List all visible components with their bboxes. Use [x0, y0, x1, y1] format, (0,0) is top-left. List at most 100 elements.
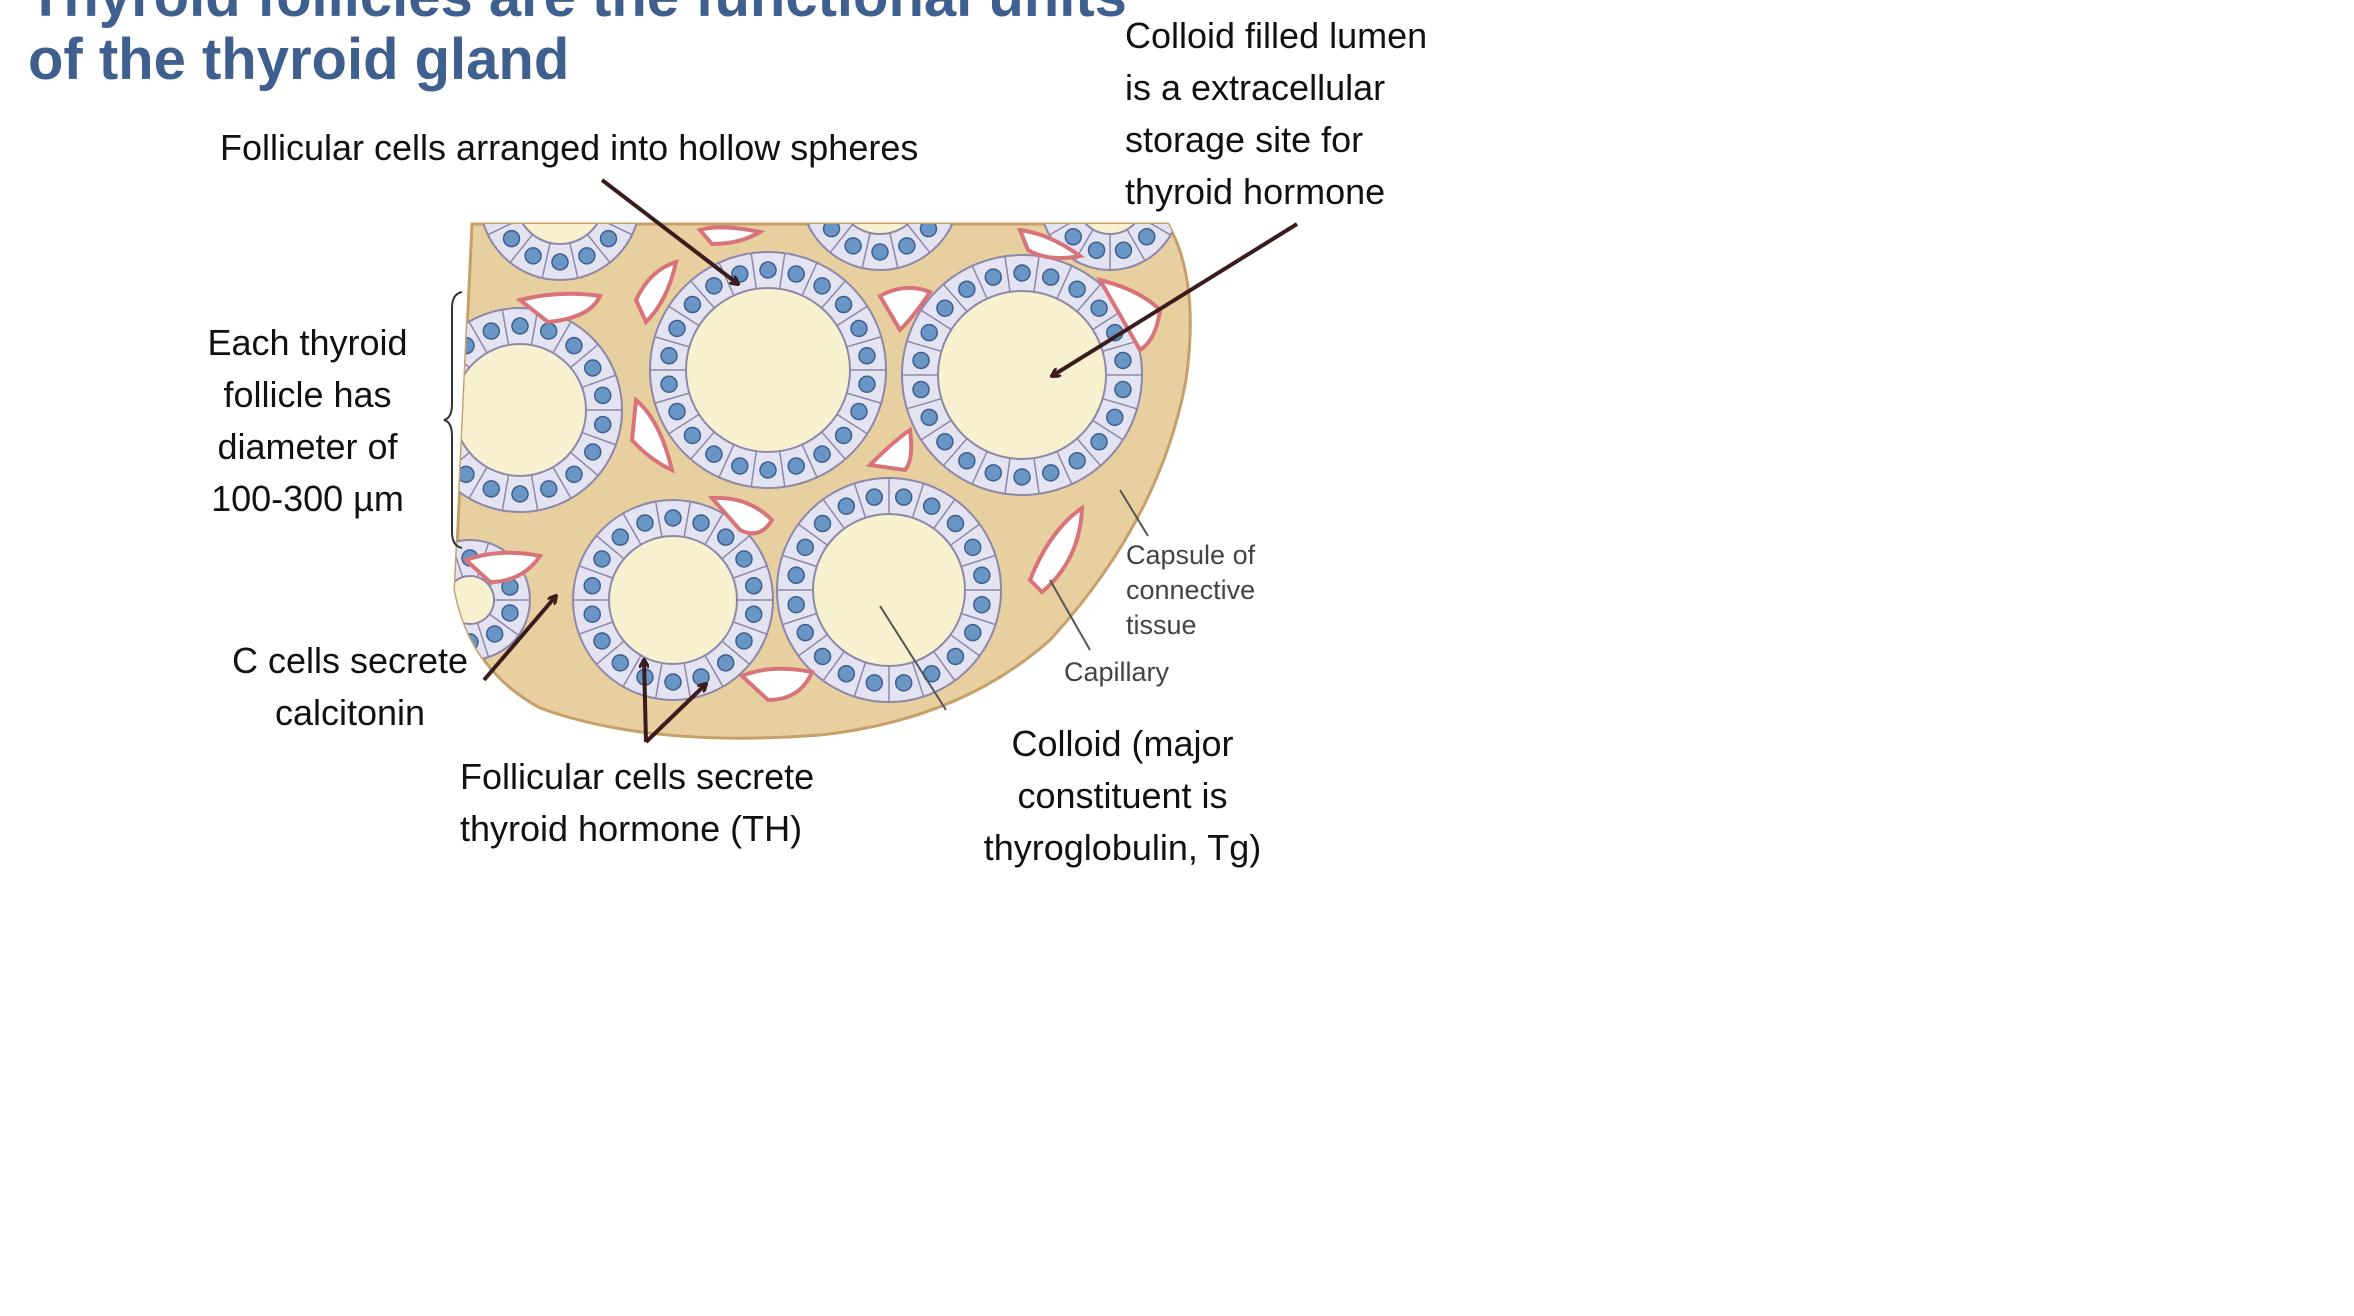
cell-nucleus: [1114, 380, 1132, 399]
cell-nucleus: [593, 415, 612, 434]
label-line: storage site for: [1125, 119, 1364, 160]
cell-nucleus: [920, 323, 938, 342]
cell-nucleus: [936, 433, 954, 451]
label-line: thyroglobulin, Tg): [983, 827, 1262, 868]
cell-nucleus: [539, 322, 558, 340]
figure-label-capillary: Capillary: [1064, 657, 1170, 687]
cell-nucleus: [1013, 264, 1031, 282]
cell-nucleus: [511, 485, 529, 503]
cell-nucleus: [1068, 280, 1086, 298]
cell-nucleus: [932, 196, 948, 212]
arrow-follicular-secrete-a: [644, 660, 646, 743]
cell-nucleus: [958, 280, 976, 298]
cell-nucleus: [813, 445, 831, 463]
cell-nucleus: [787, 265, 805, 283]
cell-nucleus: [837, 497, 856, 515]
annotation-arrows: [482, 178, 1299, 744]
cell-nucleus: [1052, 179, 1068, 195]
cell-nucleus: [865, 488, 884, 506]
follicle: [1039, 155, 1181, 271]
cell-nucleus: [716, 654, 735, 672]
cell-nucleus: [1065, 155, 1081, 171]
follicle: [455, 307, 623, 513]
follicle: [901, 254, 1143, 496]
cell-nucleus: [745, 577, 763, 595]
arrow-follicular-secrete-b: [644, 684, 706, 744]
cell-nucleus: [1106, 408, 1124, 427]
colloid: [515, 224, 605, 245]
cell-nucleus: [664, 673, 682, 691]
cell-nucleus: [973, 566, 991, 585]
cell-nucleus: [850, 402, 868, 421]
arrow-c-cells: [482, 596, 556, 682]
label-line: connective: [1126, 575, 1256, 605]
cell-nucleus: [485, 625, 504, 643]
label-line: Each thyroid: [207, 322, 408, 363]
label-line: Capsule of: [1126, 540, 1256, 570]
arrow-follicular-spheres: [600, 178, 738, 284]
cell-nucleus: [583, 605, 601, 623]
follicle: [649, 251, 887, 489]
cell-nucleus: [578, 247, 596, 265]
cell-nucleus: [1090, 433, 1108, 451]
cell-nucleus: [1114, 351, 1132, 370]
follicle: [479, 178, 641, 281]
colloid: [937, 290, 1107, 460]
cell-nucleus: [796, 623, 814, 642]
cell-nucleus: [524, 247, 542, 265]
cell-nucleus: [683, 295, 702, 314]
cell-nucleus: [593, 632, 611, 650]
cell-nucleus: [583, 359, 602, 377]
cell-nucleus: [636, 514, 654, 532]
cell-nucleus: [1090, 299, 1108, 317]
cell-nucleus: [583, 443, 602, 461]
cell-nucleus: [1114, 241, 1133, 259]
cell-nucleus: [683, 426, 702, 445]
label-line: constituent is: [1017, 775, 1228, 816]
cell-nucleus: [565, 465, 583, 484]
cell-nucleus: [920, 143, 936, 159]
cell-nucleus: [787, 595, 805, 614]
cell-nucleus: [964, 623, 982, 642]
label-line: Colloid filled lumen: [1125, 15, 1428, 56]
cell-nucleus: [1041, 464, 1060, 482]
cell-nucleus: [539, 480, 558, 498]
cell-nucleus: [692, 668, 710, 686]
cell-nucleus: [858, 347, 876, 365]
cell-nucleus: [692, 514, 710, 532]
label-c-cells: C cells secrete calcitonin: [220, 635, 480, 739]
cell-nucleus: [1013, 468, 1031, 486]
cell-nucleus: [501, 604, 519, 622]
cell-nucleus: [850, 319, 868, 338]
cell-nucleus: [946, 514, 965, 533]
cell-nucleus: [492, 178, 508, 194]
arrow-colloid-lumen: [1052, 222, 1299, 376]
cell-nucleus: [834, 295, 853, 314]
cell-nucleus: [583, 577, 601, 595]
slide-title-line-2: of the thyroid gland: [28, 27, 570, 92]
cell-nucleus: [922, 497, 941, 515]
cell-nucleus: [984, 268, 1003, 286]
label-colloid-major: Colloid (major constituent is thyroglobu…: [960, 718, 1285, 874]
cell-nucleus: [735, 550, 753, 568]
capillaries: [462, 225, 1163, 703]
cell-nucleus: [668, 402, 686, 421]
cell-nucleus: [422, 579, 438, 595]
follicle: [572, 499, 774, 701]
cell-nucleus: [958, 452, 976, 470]
cell-nucleus: [611, 528, 630, 546]
label-line: 100-300 µm: [211, 478, 404, 519]
cell-nucleus: [759, 261, 777, 279]
cell-nucleus: [1041, 268, 1060, 286]
cell-nucleus: [813, 514, 832, 533]
label-follicle-diameter: Each thyroid follicle has diameter of 10…: [190, 317, 425, 525]
label-line: tissue: [1126, 610, 1197, 640]
colloid: [685, 287, 851, 453]
cell-nucleus: [593, 550, 611, 568]
colloid: [608, 535, 738, 665]
cell-nucleus: [844, 237, 862, 255]
cell-nucleus: [660, 375, 678, 393]
colloid: [455, 343, 587, 477]
cell-nucleus: [482, 322, 501, 340]
cell-nucleus: [482, 480, 501, 498]
